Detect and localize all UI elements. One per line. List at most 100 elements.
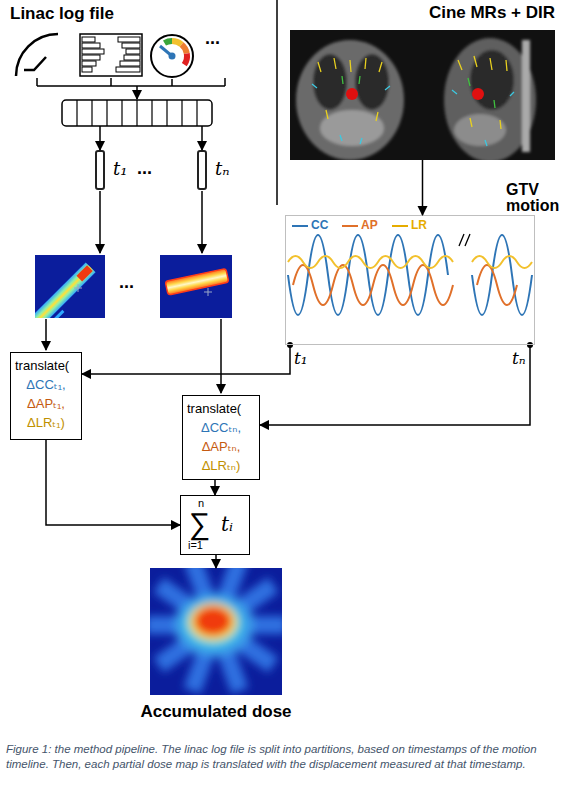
mlc-leaf bbox=[118, 37, 140, 42]
beam-band bbox=[165, 268, 229, 295]
gauge-dial bbox=[151, 35, 193, 77]
accumulated-dose-map bbox=[150, 568, 282, 695]
panel-divider bbox=[276, 0, 278, 205]
cine-mr-image: Cine MRs + DIR bbox=[290, 30, 555, 160]
dose-background bbox=[160, 255, 232, 318]
node-text: ... bbox=[205, 28, 220, 49]
node-text: tᵢ bbox=[221, 514, 233, 534]
legend-text: AP bbox=[361, 218, 378, 232]
legend-line bbox=[292, 225, 308, 227]
timestamp-dot bbox=[287, 342, 293, 348]
beam-hotspot bbox=[76, 265, 92, 281]
gauge-band bbox=[172, 41, 182, 45]
mr-anatomy bbox=[296, 38, 536, 160]
gantry-arc bbox=[16, 34, 58, 76]
gantry-icon bbox=[16, 34, 58, 76]
node-text: tₙ bbox=[215, 158, 230, 179]
node-text: i=1 bbox=[188, 540, 203, 551]
legend-item: LR bbox=[392, 218, 427, 232]
dose-beam bbox=[35, 262, 100, 318]
beam-band bbox=[35, 262, 96, 318]
node-text: ΔAPₜ₁, bbox=[15, 394, 77, 413]
log-file-source: Linac log file... bbox=[10, 0, 265, 126]
flow-connector bbox=[422, 160, 424, 215]
partial-dose-map bbox=[160, 255, 232, 318]
dvf-vectors bbox=[342, 76, 495, 108]
merge-bracket bbox=[37, 78, 225, 86]
gtv-marker bbox=[346, 88, 358, 100]
dose-level bbox=[194, 606, 232, 636]
node-text: ΔCCₜ₁, bbox=[15, 375, 77, 394]
motion-curves bbox=[288, 235, 532, 315]
lr-curve bbox=[288, 256, 453, 268]
node-text: n bbox=[198, 498, 204, 509]
sum-box: n∑i=1 tᵢ bbox=[180, 495, 250, 555]
node-text: tₙ bbox=[512, 348, 526, 368]
mr-organ bbox=[454, 114, 506, 146]
mlc-icon bbox=[80, 34, 142, 76]
accumulated-dose-map: Accumulated dose bbox=[150, 568, 282, 695]
node-text: ∑ bbox=[189, 509, 210, 539]
dvf-vectors bbox=[312, 84, 514, 146]
figure-caption: Figure 1: the method pipeline. The linac… bbox=[6, 742, 568, 772]
legend-item: AP bbox=[342, 218, 378, 232]
mlc-leaf bbox=[124, 55, 140, 60]
log-buffer bbox=[62, 100, 212, 126]
mlc-leaf bbox=[82, 61, 96, 66]
mlc-leaf bbox=[82, 37, 95, 42]
dose-level bbox=[183, 600, 243, 648]
panel-heading: Accumulated dose bbox=[116, 702, 316, 722]
mlc-leaf bbox=[82, 67, 92, 72]
axis-break bbox=[459, 234, 470, 246]
dose-level bbox=[174, 593, 254, 657]
flow-arrow bbox=[220, 319, 222, 393]
dose-level bbox=[189, 603, 237, 641]
dose-cloud bbox=[150, 568, 282, 694]
flow-connector bbox=[214, 480, 216, 495]
flow-connector bbox=[46, 440, 180, 525]
ap-curve bbox=[477, 265, 517, 305]
mr-body bbox=[444, 38, 536, 160]
flow-arrow bbox=[99, 191, 101, 253]
lr-curve bbox=[472, 256, 532, 268]
gauge-band bbox=[184, 53, 187, 64]
translate-box: translate(ΔCCₜ₁,ΔAPₜ₁,ΔLRₜ₁) bbox=[10, 352, 82, 440]
gauge-hub bbox=[169, 53, 176, 60]
node-text: translate( bbox=[15, 356, 77, 375]
mlc-leaf bbox=[122, 43, 140, 48]
node-text: ΔCCₜₙ, bbox=[187, 418, 255, 437]
mr-lung bbox=[355, 54, 389, 110]
motion-plot: GTV motiont₁tₙ bbox=[285, 215, 535, 345]
flow-arrow bbox=[45, 319, 47, 350]
flow-connector bbox=[260, 345, 530, 425]
mlc-leaf bbox=[82, 43, 100, 48]
panel-heading: GTV motion bbox=[506, 182, 568, 214]
legend-item: CC bbox=[292, 218, 328, 232]
legend-text: CC bbox=[311, 218, 328, 232]
isocenter-mark bbox=[74, 284, 82, 292]
mr-lung bbox=[470, 50, 514, 110]
dose-ray bbox=[184, 568, 249, 694]
log-buffer-cells bbox=[77, 100, 197, 126]
node-text: t₁ bbox=[113, 158, 127, 179]
merge-arrow bbox=[136, 86, 138, 99]
cc-curve bbox=[288, 235, 448, 315]
partial-dose-map bbox=[35, 255, 105, 318]
mlc-frame bbox=[80, 34, 142, 76]
timestamp-slot: t₁ bbox=[95, 150, 105, 190]
mlc-leaf bbox=[82, 49, 104, 54]
beam-streak bbox=[41, 310, 64, 318]
flow-arrow bbox=[201, 191, 203, 253]
mr-body bbox=[296, 40, 404, 160]
timestamp-dot bbox=[527, 342, 533, 348]
mlc-leaf bbox=[116, 67, 140, 72]
panel-heading: Linac log file bbox=[10, 4, 114, 24]
legend-line bbox=[392, 225, 408, 227]
node-text: ΔAPₜₙ, bbox=[187, 437, 255, 456]
node-text: translate( bbox=[187, 399, 255, 418]
node-text: t₁ bbox=[294, 348, 308, 368]
cine-mr-frames bbox=[290, 30, 555, 160]
legend-line bbox=[342, 225, 358, 227]
